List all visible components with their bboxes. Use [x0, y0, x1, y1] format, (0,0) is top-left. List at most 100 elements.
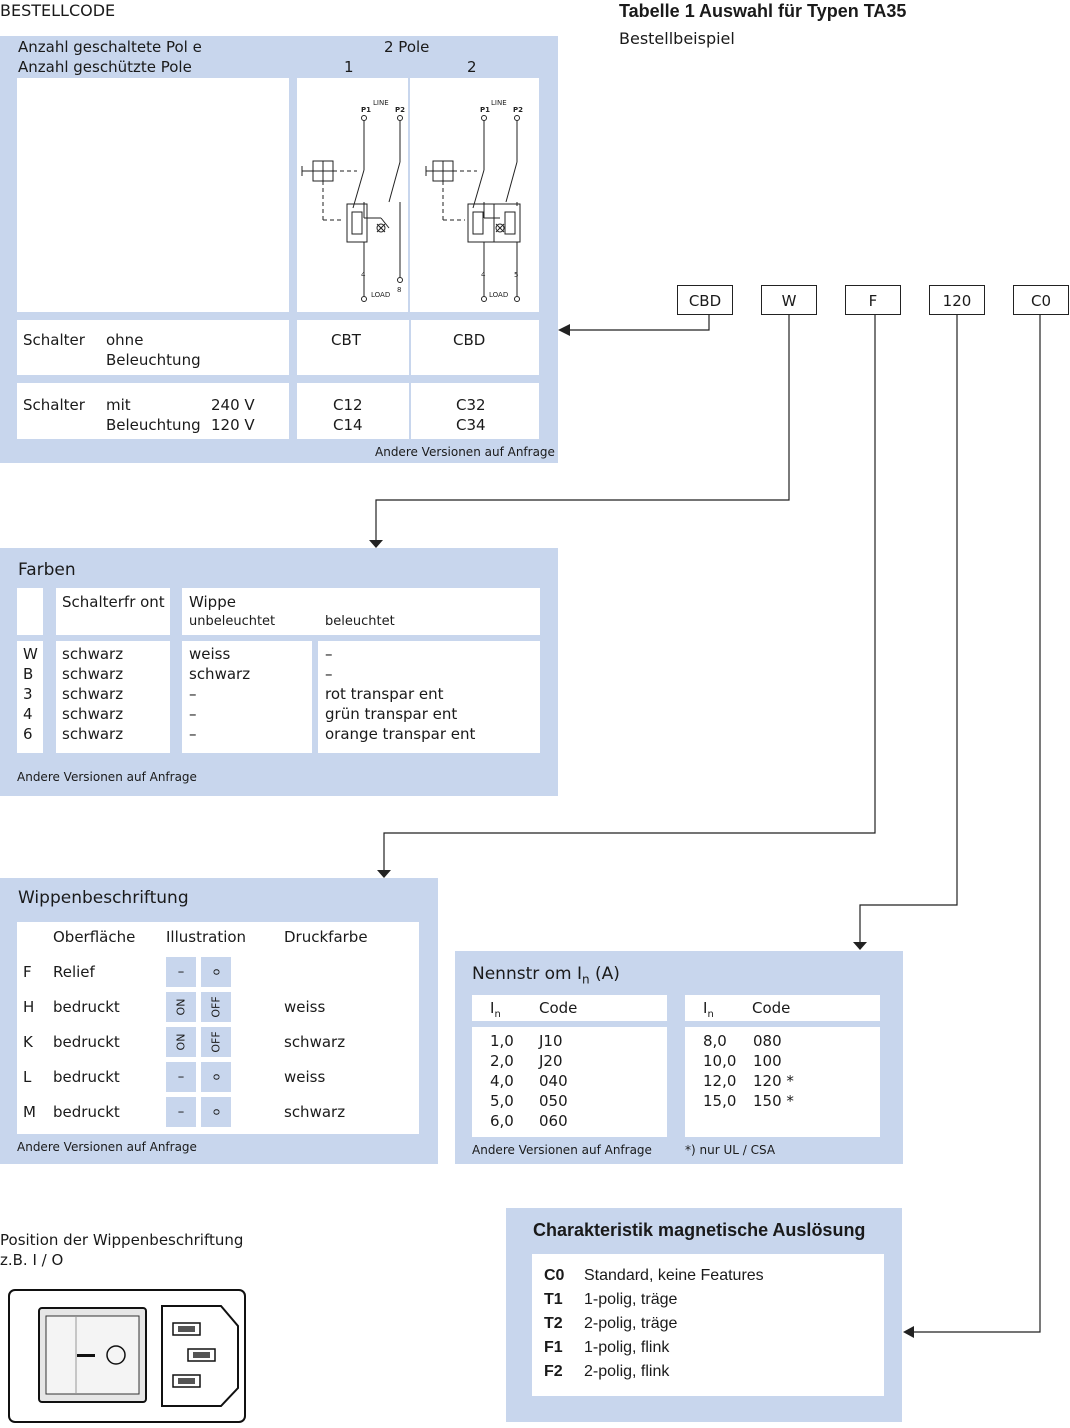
marking-code: F	[23, 963, 32, 981]
color-front: schwarz	[62, 645, 124, 663]
current-right-code-label: Code	[752, 999, 791, 1017]
current-code: 080	[753, 1032, 782, 1050]
marking-print-color: schwarz	[284, 1033, 346, 1051]
switched-poles-value: 2 Pole	[384, 38, 430, 56]
rocker-switch-illustration	[8, 1289, 246, 1423]
marking-print-color: schwarz	[284, 1103, 346, 1121]
color-code: 6	[23, 725, 33, 743]
characteristic-title: Charakteristik magnetische Auslösung	[533, 1220, 866, 1240]
characteristic-desc: 1-polig, flink	[584, 1339, 670, 1356]
col-illustration-label: Illustration	[166, 928, 247, 946]
current-footnote: *) nur UL / CSA	[685, 1143, 776, 1157]
current-left-code-label: Code	[539, 999, 578, 1017]
characteristic-table	[532, 1254, 884, 1396]
color-unlit: schwarz	[189, 665, 251, 683]
row2-with-label: mit	[106, 396, 131, 414]
marking-surface: bedruckt	[53, 1033, 120, 1051]
characteristic-desc: 2-polig, träge	[584, 1315, 678, 1332]
in-sub: n	[494, 1009, 501, 1020]
rocker-symbol-label: ON	[174, 1033, 188, 1051]
colors-header-blank	[17, 588, 43, 635]
row1-col2-cell: CBD	[411, 320, 539, 375]
current-left-header: In Code	[472, 995, 667, 1021]
current-value: 6,0	[490, 1112, 514, 1130]
color-lit: orange transpar ent	[325, 725, 476, 743]
poles-panel: Anzahl geschaltete Pol e 2 Pole Anzahl g…	[0, 36, 558, 463]
code-cbt: CBT	[331, 331, 361, 349]
current-right-table	[685, 1027, 880, 1137]
current-code: 060	[539, 1112, 568, 1130]
protected-poles-label: Anzahl geschützte Pole	[18, 58, 192, 76]
order-code-characteristic: C0	[1013, 285, 1069, 315]
marking-surface: bedruckt	[53, 1103, 120, 1121]
rocker-symbol-label: o	[209, 1108, 223, 1116]
marking-code: H	[23, 998, 35, 1016]
row1-col1-cell: CBT	[297, 320, 409, 375]
protected-poles-col1: 1	[344, 58, 354, 76]
rocker-symbol-label: o	[209, 1073, 223, 1081]
rocker-symbol-icon: –	[166, 1062, 196, 1092]
colors-header-front: Schalterfr ont	[56, 588, 170, 635]
rocker-symbol-icon: –	[166, 1097, 196, 1127]
colors-header-rocker: Wippe unbeleuchtet beleuchtet	[182, 588, 540, 635]
current-code: 050	[539, 1092, 568, 1110]
current-value: 12,0	[703, 1072, 737, 1090]
diagram2-p1-label: P1	[480, 106, 490, 114]
col-front-label: Schalterfr ont	[62, 593, 165, 611]
current-value: 5,0	[490, 1092, 514, 1110]
order-code-marking: F	[845, 285, 901, 315]
current-code: 100	[753, 1052, 782, 1070]
color-code: W	[23, 645, 38, 663]
diagram2-t5-label: 5	[514, 271, 518, 279]
code-c32: C32	[456, 396, 486, 414]
color-unlit: weiss	[189, 645, 231, 663]
rocker-symbol-label: o	[209, 968, 223, 976]
characteristic-code: T2	[544, 1315, 563, 1332]
current-right-in-label: In	[703, 998, 714, 1025]
in-text: I	[490, 999, 495, 1017]
current-title-unit: (A)	[589, 964, 620, 984]
row2-voltage-120: 120 V	[211, 416, 255, 434]
color-front: schwarz	[62, 725, 124, 743]
current-value: 1,0	[490, 1032, 514, 1050]
row2-lighting-label: Beleuchtung	[106, 416, 201, 434]
rocker-symbol-icon: –	[166, 957, 196, 987]
marking-surface: Relief	[53, 963, 95, 981]
marking-code: L	[23, 1068, 32, 1086]
current-title-text: Nennstr om I	[472, 964, 583, 984]
diagram2-load-label: LOAD	[489, 291, 508, 299]
row2-switch-label: Schalter	[23, 396, 85, 414]
current-right-header: In Code	[685, 995, 880, 1021]
current-value: 4,0	[490, 1072, 514, 1090]
marking-print-color: weiss	[284, 998, 326, 1016]
color-lit: –	[325, 645, 333, 663]
diagram1-p2-label: P2	[395, 106, 405, 114]
current-code: 040	[539, 1072, 568, 1090]
marking-surface: bedruckt	[53, 998, 120, 1016]
page-title: Tabelle 1 Auswahl für Typen TA35	[619, 1, 907, 21]
row1-lighting-label: Beleuchtung	[106, 351, 201, 369]
color-front: schwarz	[62, 705, 124, 723]
in-text: I	[703, 999, 708, 1017]
col-print-label: Druckfarbe	[284, 928, 368, 946]
color-code: 4	[23, 705, 33, 723]
color-front: schwarz	[62, 685, 124, 703]
rocker-symbol-label: OFF	[209, 996, 223, 1018]
color-unlit: –	[189, 685, 197, 703]
row1-without-label: ohne	[106, 331, 144, 349]
diagram2-t4-label: 4	[481, 271, 486, 279]
page-subtitle: Bestellbeispiel	[619, 29, 735, 48]
rocker-symbol-label: –	[177, 1104, 185, 1120]
rocker-symbol-icon: OFF	[201, 1027, 231, 1057]
position-example: z.B. I / O	[0, 1251, 64, 1269]
protected-poles-col2: 2	[467, 58, 477, 76]
diagram1-t4-label: 4	[361, 271, 366, 279]
rocker-symbol-label: –	[177, 1069, 185, 1085]
rocker-symbol-label: ON	[174, 998, 188, 1016]
color-lit: rot transpar ent	[325, 685, 444, 703]
switched-poles-label: Anzahl geschaltete Pol e	[18, 38, 202, 56]
poles-note: Andere Versionen auf Anfrage	[375, 445, 555, 459]
colors-unlit-cell	[182, 641, 312, 753]
current-value: 8,0	[703, 1032, 727, 1050]
